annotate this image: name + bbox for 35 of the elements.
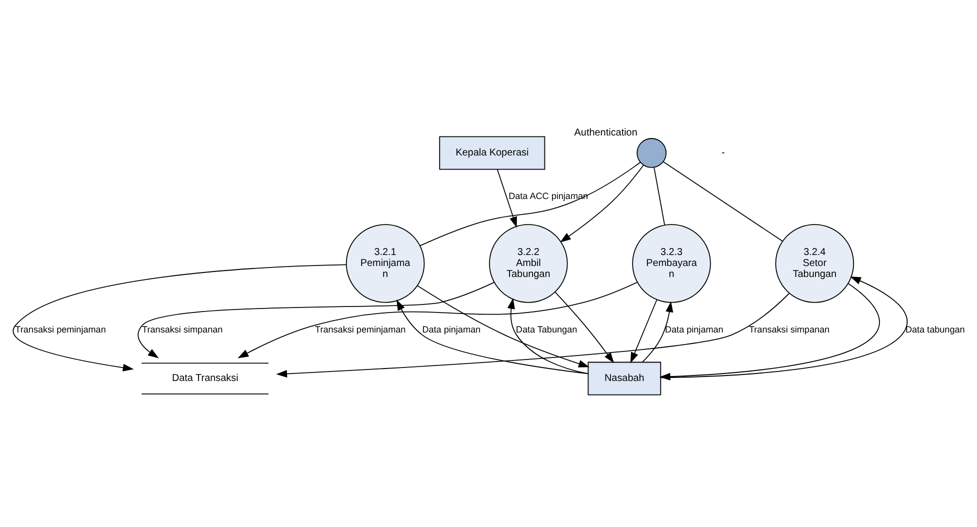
label: - (721, 148, 725, 159)
arrow (238, 282, 638, 358)
arrow (630, 299, 658, 364)
node-text: Data Transaksi (172, 373, 238, 384)
arrow (416, 285, 590, 368)
arrow (554, 292, 614, 364)
arrow (660, 276, 908, 378)
node-circle: 3.2.4 Setor Tabungan (775, 224, 854, 303)
arrow (12, 264, 347, 372)
connector (662, 161, 784, 242)
node-circle: 3.2.2 Ambil Tabungan (489, 224, 568, 303)
edge-label: Transaksi simpanan (142, 324, 223, 334)
edge-label: Data pinjaman (664, 324, 724, 334)
edge-label: Data pinjaman (422, 324, 481, 334)
arrow (507, 298, 589, 374)
arrow (642, 301, 674, 362)
arrow (496, 169, 517, 228)
node-label: Authentication (574, 128, 638, 139)
node-circle (636, 138, 667, 168)
node-box: Kepala Koperasi (439, 136, 546, 170)
edge-label: Data ACC pinjaman (508, 191, 588, 202)
edge-label: Data tabungan (905, 324, 965, 334)
arrow (396, 300, 588, 374)
arrow (138, 282, 495, 358)
connector (654, 167, 666, 226)
edge-label: Data Tabungan (516, 324, 578, 334)
arrow (276, 293, 790, 378)
arrow (560, 164, 644, 242)
node-circle: 3.2.3 Pembayara n (632, 224, 711, 303)
connector (420, 162, 641, 246)
node-box: Nasabah (588, 362, 662, 396)
node-circle: 3.2.1 Peminjama n (346, 224, 425, 303)
edge-label: Transaksi peminjaman (15, 324, 106, 334)
edge-label: Transaksi simpanan (748, 324, 830, 334)
edge-label: Transaksi peminjaman (315, 324, 406, 334)
